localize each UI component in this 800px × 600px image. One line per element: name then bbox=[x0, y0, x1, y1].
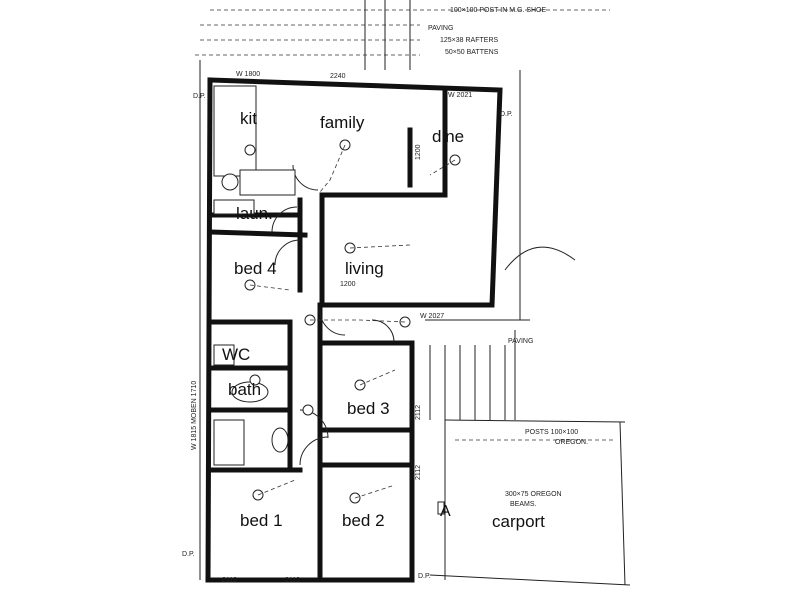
room-label-carport: carport bbox=[492, 512, 545, 531]
note-paving-right: PAVING bbox=[508, 338, 533, 345]
wiring-lines bbox=[249, 144, 456, 499]
note-window-bed3-side: 2112 bbox=[415, 405, 422, 420]
room-label-laundry: laun. bbox=[236, 204, 273, 223]
note-window-dine: W 2021 bbox=[448, 92, 472, 99]
room-label-bed1: bed 1 bbox=[240, 511, 283, 530]
note-dp-left-top: D.P. bbox=[193, 93, 206, 100]
note-window-bottom-mid: 2112 bbox=[285, 577, 300, 584]
note-window-bottom-left: 2112 bbox=[222, 577, 237, 584]
room-label-kit: kit bbox=[240, 109, 257, 128]
room-label-living: living bbox=[345, 259, 384, 278]
note-posts-line1: POSTS 100×100 bbox=[525, 429, 578, 436]
room-label-bed2: bed 2 bbox=[342, 511, 385, 530]
note-posts-line2: OREGON. bbox=[555, 439, 588, 446]
room-label-dine: dine bbox=[432, 127, 464, 146]
note-window-bed2-side: 2112 bbox=[415, 465, 422, 480]
room-label-wc: WC bbox=[222, 345, 250, 364]
room-label-bath: bath bbox=[228, 380, 261, 399]
note-window-top-left: W 1800 bbox=[236, 71, 260, 78]
room-label-bed4: bed 4 bbox=[234, 259, 277, 278]
deck-stairs bbox=[425, 319, 530, 420]
note-window-dine-side: 1200 bbox=[415, 144, 422, 160]
interior-walls bbox=[207, 87, 448, 583]
note-paving-top: PAVING bbox=[428, 25, 453, 32]
carport-outline bbox=[429, 419, 631, 586]
roof-framing-lines bbox=[195, 0, 610, 580]
note-window-living: W 2027 bbox=[420, 313, 444, 320]
kitchen-fixtures bbox=[213, 85, 296, 215]
room-label-family: family bbox=[320, 113, 365, 132]
note-dp-left-bottom: D.P. bbox=[182, 551, 195, 558]
bathroom-fixtures bbox=[213, 344, 289, 466]
note-rafters: 125×38 RAFTERS bbox=[440, 37, 498, 44]
note-window-top-mid: 2240 bbox=[330, 73, 346, 80]
room-label-bed3: bed 3 bbox=[347, 399, 390, 418]
note-post: 100×100 POST IN M.G. SHOE bbox=[450, 7, 546, 14]
note-beams-line1: 300×75 OREGON bbox=[505, 491, 562, 498]
note-beams-line2: BEAMS. bbox=[510, 501, 537, 508]
note-window-left-side: W 1815 MOBEN 1710 bbox=[191, 381, 198, 450]
note-window-living-small: 1200 bbox=[340, 281, 356, 288]
note-battens: 50×50 BATTENS bbox=[445, 49, 499, 56]
section-marker-a: A bbox=[440, 503, 451, 520]
note-dp-right-bottom: D.P. bbox=[418, 573, 431, 580]
note-dp-right-top: D.P. bbox=[500, 111, 513, 118]
